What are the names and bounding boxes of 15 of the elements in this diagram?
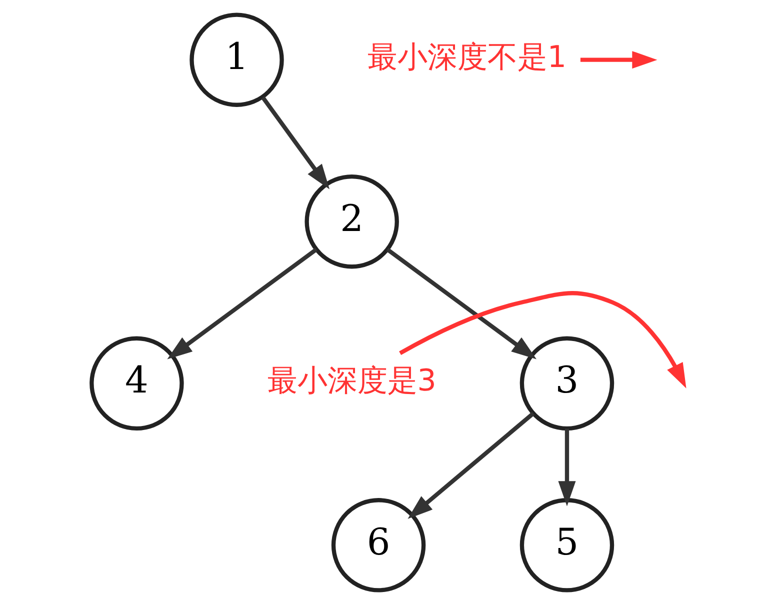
arrow xyxy=(398,291,686,388)
arrow xyxy=(558,428,576,506)
node-text: 最小深度是3 xyxy=(266,364,436,399)
node-text: 最小深度不是1 xyxy=(366,40,566,76)
node-circle: 3 xyxy=(519,336,614,430)
node-circle: 4 xyxy=(89,336,184,430)
arrow xyxy=(166,248,318,360)
arrow xyxy=(580,51,657,69)
node-circle: 5 xyxy=(519,498,614,592)
arrow xyxy=(260,96,330,190)
node-circle: 1 xyxy=(189,12,284,107)
node-circle: 2 xyxy=(304,174,398,269)
arrow xyxy=(386,248,536,360)
arrow xyxy=(407,412,534,519)
node-circle: 6 xyxy=(330,498,426,592)
